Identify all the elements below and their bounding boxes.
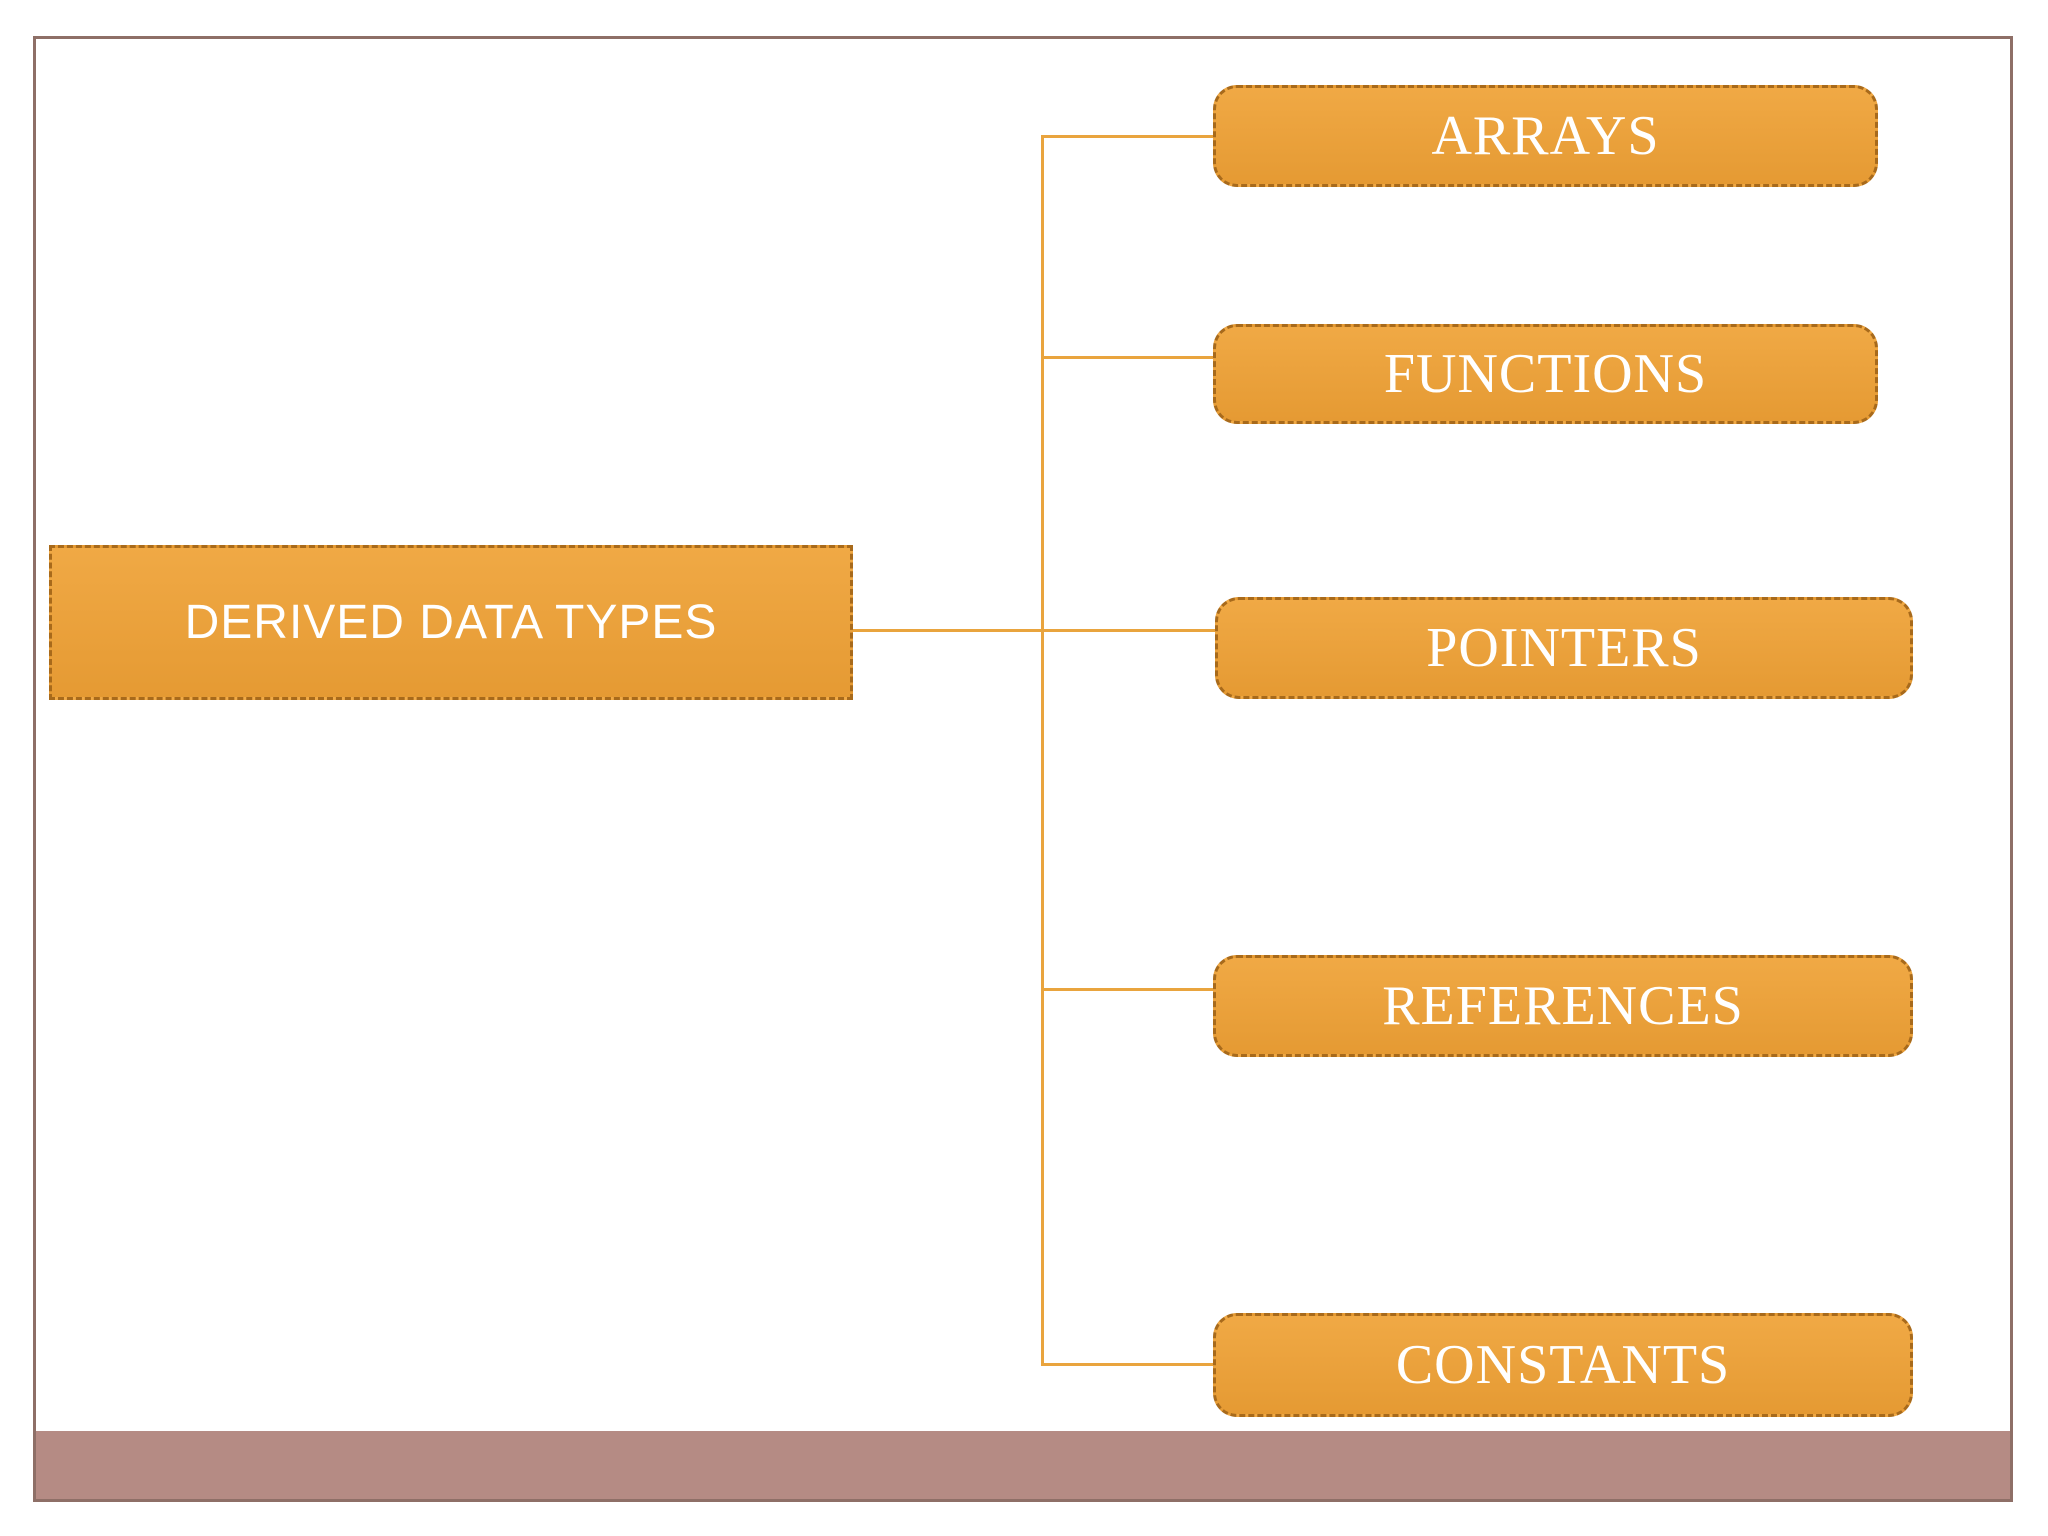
connector-root-to-pointers [853,629,1217,632]
child-node-label: FUNCTIONS [1383,343,1708,405]
root-node-label: DERIVED DATA TYPES [184,596,718,649]
child-node-references: REFERENCES [1213,955,1913,1057]
root-node-derived-data-types: DERIVED DATA TYPES [49,545,853,700]
child-node-pointers: POINTERS [1215,597,1913,699]
child-node-label: ARRAYS [1431,105,1660,167]
child-node-label: CONSTANTS [1395,1334,1731,1396]
connector-stub-references [1041,988,1217,991]
child-node-arrays: ARRAYS [1213,85,1878,187]
connector-stub-arrays [1041,135,1217,138]
child-node-functions: FUNCTIONS [1213,324,1878,424]
connector-trunk [1041,136,1044,1366]
child-node-label: POINTERS [1426,617,1702,679]
slide-frame [33,36,2013,1502]
footer-bar [36,1431,2010,1499]
connector-stub-functions [1041,356,1217,359]
child-node-label: REFERENCES [1382,975,1744,1037]
child-node-constants: CONSTANTS [1213,1313,1913,1417]
connector-stub-constants [1041,1363,1217,1366]
